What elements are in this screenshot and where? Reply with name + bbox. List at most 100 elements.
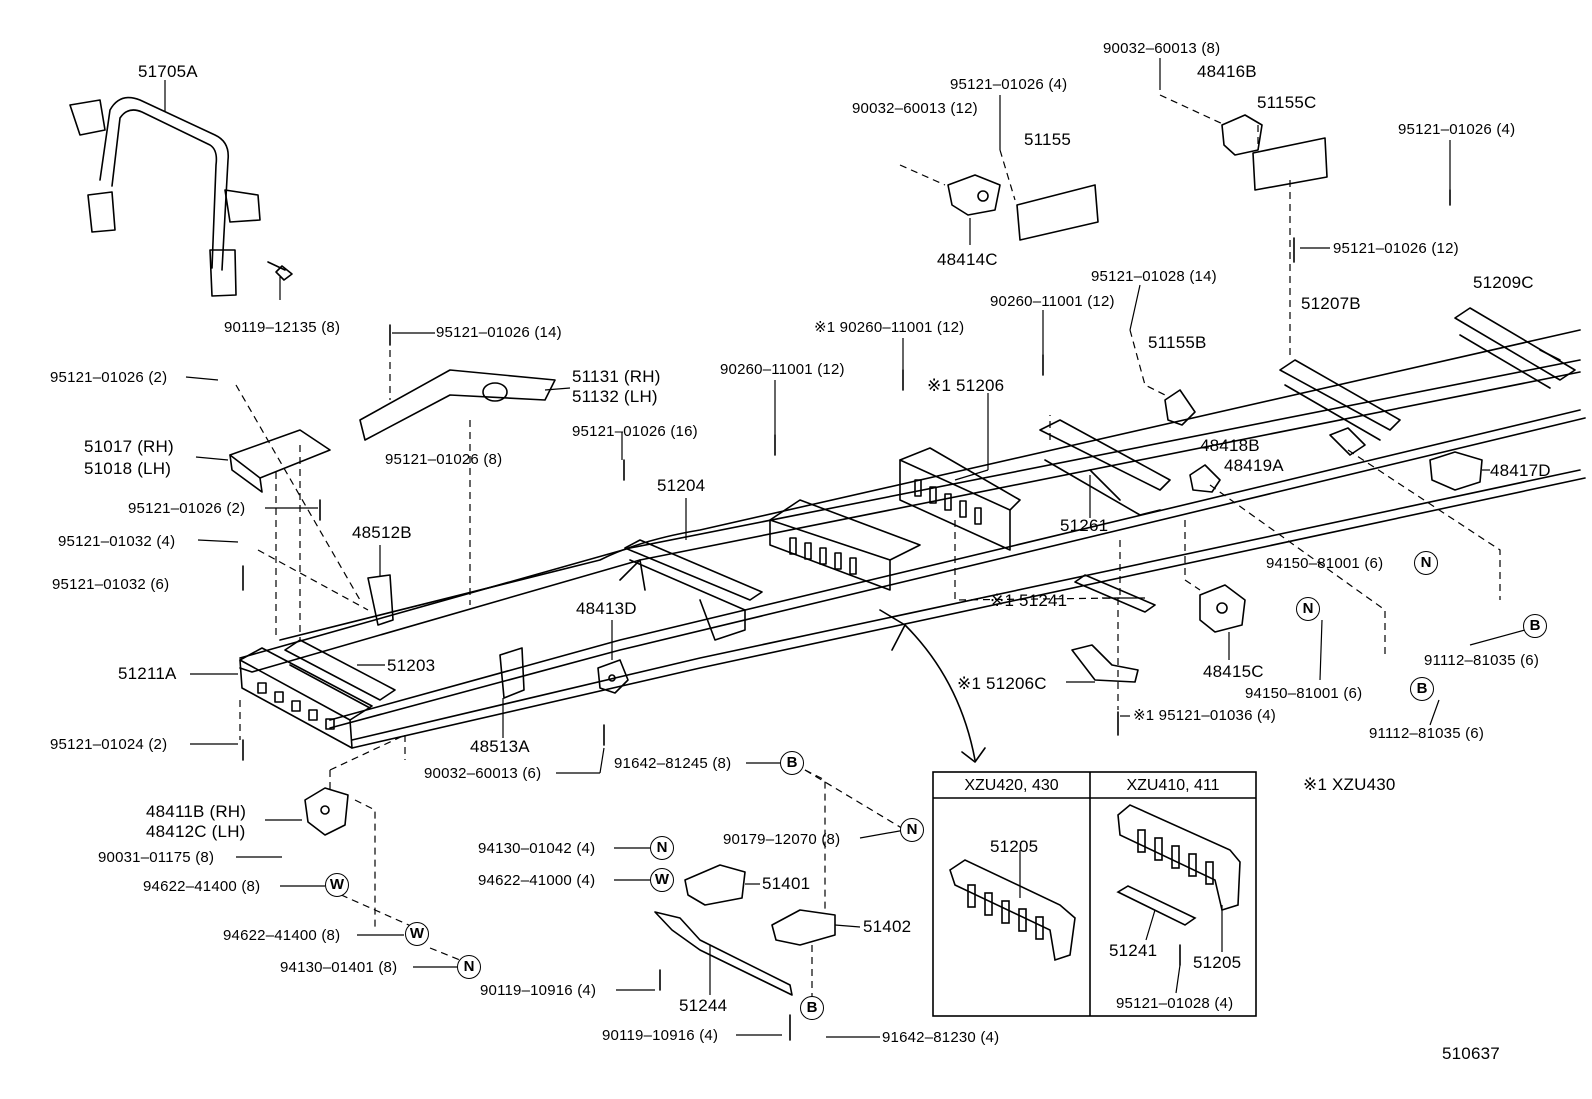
inset-heading-xzu410-411: XZU410, 411 [1126,777,1220,794]
label-94130-01401-8: 94130–01401 (8) [280,959,398,976]
label-94150-81001-6-a: 94150–81001 (6) [1266,555,1384,572]
inset-heading-xzu420-430: XZU420, 430 [964,777,1059,794]
label-95121-01032-6: 95121–01032 (6) [52,576,170,593]
label-48411B-rh: 48411B (RH) [146,802,247,821]
crossmember-51209C [1454,307,1576,389]
label-94622-41400-8-b: 94622–41400 (8) [223,927,341,944]
part-51401 [684,864,746,906]
part-51206C [1071,644,1139,683]
symbol-b-3: B [780,751,804,775]
label-51207B: 51207B [1301,294,1361,313]
label-inset-51241: 51241 [1109,941,1158,960]
label-inset-95121-01028-4: 95121–01028 (4) [1116,995,1234,1012]
symbol-b-1: B [1523,614,1547,638]
symbol-b-4: B [800,996,824,1020]
front-crossmember-51211A [239,647,373,749]
label-51017-rh: 51017 (RH) [84,437,174,456]
symbol-n-3: N [900,818,924,842]
label-95121-01032-4: 95121–01032 (4) [58,533,176,550]
label-90260-11001-12-a: 90260–11001 (12) [720,361,845,378]
part-51402 [771,909,836,946]
label-51261: 51261 [1060,516,1109,535]
symbol-n-1: N [1414,551,1438,575]
member-51131-51132 [359,369,556,441]
part-48418B [1189,464,1221,493]
label-48512B: 48512B [352,523,412,542]
label-48412C-lh: 48412C (LH) [146,822,246,841]
label-48416B: 48416B [1197,62,1257,81]
plate-51155 [1016,184,1099,241]
label-48414C: 48414C [937,250,998,269]
part-48417D [1429,451,1483,491]
label-48415C: 48415C [1203,662,1264,681]
crossmember-51261 [1039,419,1171,516]
label-51132-lh: 51132 (LH) [572,387,658,406]
crossmember-51207B [1279,359,1401,441]
part-51155B [1164,389,1196,426]
label-91642-81245-8: 91642–81245 (8) [614,755,732,772]
label-51155B: 51155B [1148,333,1207,352]
part-51244 [654,911,793,996]
label-51018-lh: 51018 (LH) [84,459,172,478]
label-90031-01175-8: 90031–01175 (8) [98,849,215,866]
label-90179-12070-8: 90179–12070 (8) [723,831,841,848]
label-51401: 51401 [762,874,811,893]
label-91112-81035-6-b: 91112–81035 (6) [1369,725,1485,742]
label-51211A: 51211A [118,664,177,683]
label-90260-11001-12-b: ※1 90260–11001 (12) [814,319,965,336]
label-51241: ※1 51241 [990,591,1068,610]
label-51402: 51402 [863,917,912,936]
part-48413D [597,659,629,694]
part-48419A [1329,427,1366,456]
label-48419A: 48419A [1224,456,1284,475]
label-51204: 51204 [657,476,706,495]
label-95121-01028-14: 95121–01028 (14) [1091,268,1217,285]
label-91112-81035-6-a: 91112–81035 (6) [1424,652,1540,669]
label-51244: 51244 [679,996,728,1015]
label-94622-41400-8-a: 94622–41400 (8) [143,878,261,895]
part-48414C [947,174,1001,216]
label-94622-41000-4: 94622–41000 (4) [478,872,596,889]
label-94150-81001-6-b: 94150–81001 (6) [1245,685,1363,702]
label-95121-01026-2-a: 95121–01026 (2) [50,369,168,386]
label-90032-60013-8: 90032–60013 (8) [1103,40,1221,57]
label-51155: 51155 [1024,130,1072,149]
label-51206C: ※1 51206C [957,674,1047,693]
bracket-51017-51018 [229,429,331,493]
crossmember-51205-mid [769,499,921,591]
symbol-b-2: B [1410,677,1434,701]
label-51203: 51203 [387,656,436,675]
label-90032-60013-6: 90032–60013 (6) [424,765,542,782]
crossmember-51204 [619,539,763,641]
symbol-n-5: N [457,955,481,979]
label-95121-01026-2-b: 95121–01026 (2) [128,500,246,517]
label-48417D: 48417D [1490,461,1551,480]
plate-51241 [1074,574,1156,613]
label-48418B: 48418B [1200,436,1260,455]
label-48413D: 48413D [576,599,637,618]
label-51155C: 51155C [1257,93,1317,112]
label-51206: ※1 51206 [927,376,1005,395]
label-95121-01026-4-b: 95121–01026 (4) [1398,121,1516,138]
plate-51155C [1252,137,1328,191]
symbol-n-2: N [1296,597,1320,621]
label-95121-01024-2: 95121–01024 (2) [50,736,168,753]
inset-arrow [904,624,976,761]
symbol-w-2: W [405,922,429,946]
part-48513A [499,647,525,699]
label-90119-10916-4-a: 90119–10916 (4) [480,982,597,999]
label-95121-01026-4-a: 95121–01026 (4) [950,76,1068,93]
variant-inset-box [932,771,1257,1017]
label-95121-01026-16: 95121–01026 (16) [572,423,698,440]
label-inset-51205-a: 51205 [990,837,1039,856]
label-94130-01042-4: 94130–01042 (4) [478,840,596,857]
label-90119-12135: 90119–12135 (8) [224,319,341,336]
label-91642-81230-4: 91642–81230 (4) [882,1029,1000,1046]
symbol-w-1: W [325,873,349,897]
label-95121-01026-8: 95121–01026 (8) [385,451,503,468]
label-xzu430-note: ※1 XZU430 [1303,775,1396,794]
part-48415C [1199,584,1246,633]
figure-number: 510637 [1442,1044,1500,1063]
